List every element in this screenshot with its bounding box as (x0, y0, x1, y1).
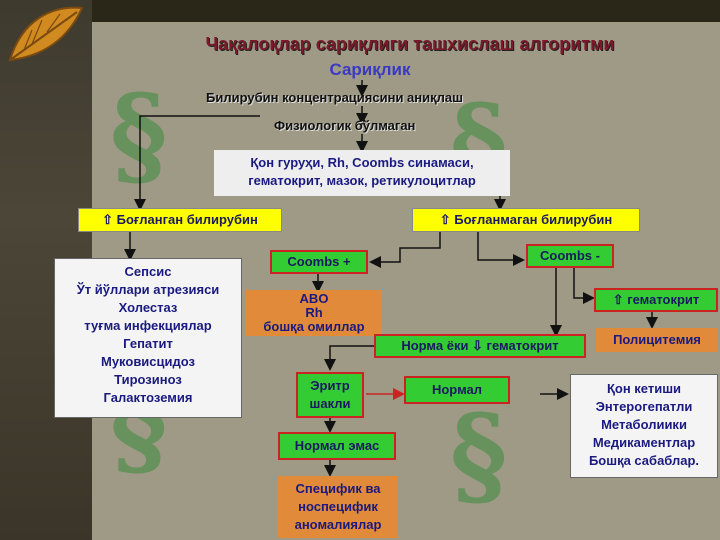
cause-item: Муковисцидоз (100, 354, 195, 369)
other-cause-item: Энтерогепатли (595, 399, 693, 414)
tests-box: Қон гуруҳи, Rh, Coombs синамаси, гематок… (214, 150, 510, 196)
cause-item: Ўт йўллари атрезияси (76, 282, 220, 297)
normal-box: Нормал (404, 376, 510, 404)
erythrocyte-shape-box: Эритр шакли (296, 372, 364, 418)
coombs-positive-box: Coombs + (270, 250, 368, 274)
physiologic-step: Физиологик бўлмаган (274, 118, 416, 133)
other-cause-item: Қон кетиши (606, 381, 682, 396)
erythro-line: шакли (309, 396, 351, 411)
other-cause-item: Медикаментлар (592, 435, 696, 450)
erythro-line: Эритр (310, 378, 350, 393)
bilirubin-step: Билирубин концентрациясини аниқлаш (206, 90, 463, 105)
watermark-s-icon: § (450, 390, 508, 519)
specific-anomalies-box: Специфик ва носпецифик аномалиялар (278, 476, 398, 538)
other-causes-box: Қон кетиши Энтерогепатли Метаболиики Мед… (570, 374, 718, 478)
conjugated-causes-box: Сепсис Ўт йўллари атрезияси Холестаз туғ… (54, 258, 242, 418)
not-normal-box: Нормал эмас (278, 432, 396, 460)
cause-item: Гепатит (123, 336, 173, 351)
conjugated-box: ⇧ Боғланган билирубин (78, 208, 282, 232)
normal-or-low-hematocrit-box: Норма ёки ⇩ гематокрит (374, 334, 586, 358)
unconjugated-box: ⇧ Боғланмаган билирубин (412, 208, 640, 232)
tests-line: гематокрит, мазок, ретикулоцитлар (248, 173, 476, 188)
coombs-negative-box: Coombs - (526, 244, 614, 268)
cause-item: Сепсис (124, 264, 172, 279)
tests-line: Қон гуруҳи, Rh, Coombs синамаси, (250, 155, 474, 170)
abo-line: ABO (299, 291, 329, 306)
watermark-s-icon: § (110, 70, 168, 199)
specific-line: Специфик ва (295, 481, 381, 496)
top-decor-bar (92, 0, 720, 22)
cause-item: Тирозиноз (114, 372, 182, 387)
cause-item: туғма инфекциялар (84, 318, 212, 333)
leaf-icon (8, 6, 84, 62)
other-cause-item: Бошқа сабаблар. (588, 453, 700, 468)
abo-line: Rh (305, 305, 323, 320)
hematocrit-up-box: ⇧ гематокрит (594, 288, 718, 312)
diagram-title: Чақалоқлар сариқлиги ташхислаш алгоритми (205, 34, 615, 54)
specific-line: аномалиялар (294, 517, 382, 532)
diagram-subtitle: Сариқлик (329, 60, 411, 79)
other-cause-item: Метаболиики (601, 417, 687, 432)
abo-line: бошқа омиллар (263, 319, 365, 334)
cause-item: Холестаз (118, 300, 178, 315)
abo-box: ABO Rh бошқа омиллар (246, 290, 382, 336)
specific-line: носпецифик (298, 499, 378, 514)
cause-item: Галактоземия (103, 390, 193, 405)
polycythemia-box: Полицитемия (596, 328, 718, 352)
